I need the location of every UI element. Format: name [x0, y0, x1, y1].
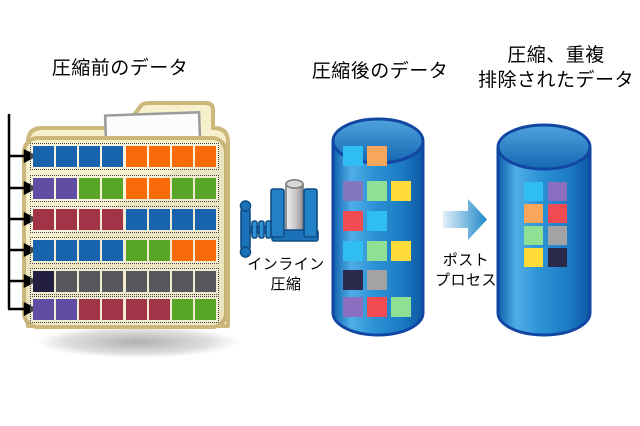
compressed-block-lightGreen: [391, 297, 411, 317]
data-block-green: [171, 299, 193, 320]
folder-data-row: [30, 296, 219, 323]
title-deduplicated-line2: 排除されたデータ: [477, 70, 634, 91]
compressed-block-red: [343, 211, 363, 231]
data-block-orange: [125, 178, 147, 199]
data-block-darkgray: [148, 271, 170, 292]
data-block-darkgray: [194, 271, 216, 292]
compressed-block-gray: [367, 270, 387, 290]
data-block-orange: [194, 240, 216, 261]
data-block-orange: [148, 178, 170, 199]
data-block-purple: [33, 178, 54, 199]
compressed-block-softOrange: [367, 146, 387, 166]
data-block-orange: [125, 146, 147, 167]
data-block-blue: [125, 209, 147, 230]
data-block-darkgray: [125, 271, 147, 292]
data-block-blue: [79, 146, 101, 167]
data-block-purple: [56, 299, 78, 320]
compressed-block-cyan: [343, 241, 363, 261]
data-block-blue: [33, 146, 54, 167]
folder-data-row: [30, 143, 219, 170]
data-block-orange: [148, 146, 170, 167]
data-block-blue: [171, 209, 193, 230]
label-post-line1: ポスト: [442, 252, 490, 269]
data-block-maroon: [102, 299, 124, 320]
data-block-orange: [171, 146, 193, 167]
label-post-process: ポスト プロセス: [430, 251, 502, 291]
right-arrow-icon: [443, 199, 487, 240]
dedup-block-red: [548, 204, 567, 223]
title-after-compression: 圧縮後のデータ: [311, 61, 449, 82]
data-block-green: [194, 299, 216, 320]
dedup-block-gray: [548, 226, 567, 245]
folder-data-row: [30, 206, 219, 233]
data-block-maroon: [56, 209, 78, 230]
title-deduplicated-line1: 圧縮、重複: [507, 45, 605, 66]
data-block-blue: [102, 146, 124, 167]
data-block-orange: [171, 240, 193, 261]
title-before-compression: 圧縮前のデータ: [51, 58, 189, 79]
compressed-block-yellow: [391, 181, 411, 201]
data-block-blue: [56, 240, 78, 261]
data-block-green: [194, 178, 216, 199]
data-block-darkgray: [56, 271, 78, 292]
compressed-block-red: [367, 297, 387, 317]
data-block-maroon: [33, 209, 54, 230]
label-post-line2: プロセス: [434, 272, 497, 289]
dedup-block-medPurple: [548, 182, 567, 201]
data-block-green: [171, 178, 193, 199]
data-block-navy: [33, 271, 54, 292]
data-block-green: [102, 178, 124, 199]
compressed-block-cyan: [343, 146, 363, 166]
compressed-block-cyan: [367, 211, 387, 231]
dedup-block-cyan: [524, 182, 543, 201]
compressed-block-lightGreen: [367, 241, 387, 261]
data-block-blue: [194, 209, 216, 230]
folder-shadow: [36, 326, 240, 358]
data-block-green: [79, 178, 101, 199]
dedup-block-softOrange: [524, 204, 543, 223]
data-block-blue: [148, 209, 170, 230]
data-block-orange: [194, 146, 216, 167]
label-inline-compression: インライン 圧縮: [244, 255, 328, 295]
data-block-green: [148, 240, 170, 261]
data-block-maroon: [125, 299, 147, 320]
folder-data-row: [30, 237, 219, 264]
data-block-darkgray: [102, 271, 124, 292]
title-deduplicated: 圧縮、重複 排除されたデータ: [476, 43, 636, 93]
data-block-purple: [56, 178, 78, 199]
dedup-block-softNavy: [548, 248, 567, 267]
data-block-darkgray: [79, 271, 101, 292]
storage-cylinder-dedup: [496, 123, 592, 337]
data-block-blue: [102, 240, 124, 261]
compressed-block-softNavy: [343, 270, 363, 290]
data-block-green: [125, 240, 147, 261]
dedup-block-yellow: [524, 248, 543, 267]
label-inline-line2: 圧縮: [270, 276, 302, 293]
compressed-block-yellow: [391, 241, 411, 261]
inline-compression-clamp-icon: [239, 179, 319, 258]
compressed-block-medPurple: [343, 297, 363, 317]
data-block-blue: [79, 240, 101, 261]
data-block-maroon: [79, 299, 101, 320]
compressed-block-lightPurple: [343, 181, 363, 201]
folder-data-row: [30, 175, 219, 202]
data-block-maroon: [102, 209, 124, 230]
compressed-block-lightGreen: [367, 181, 387, 201]
data-block-blue: [33, 240, 54, 261]
data-block-maroon: [148, 299, 170, 320]
data-block-blue: [56, 146, 78, 167]
data-block-darkgray: [171, 271, 193, 292]
dedup-block-lightGreen: [524, 226, 543, 245]
folder-data-row: [30, 268, 219, 295]
data-block-purple: [33, 299, 54, 320]
data-block-maroon: [79, 209, 101, 230]
label-inline-line1: インライン: [247, 256, 325, 273]
